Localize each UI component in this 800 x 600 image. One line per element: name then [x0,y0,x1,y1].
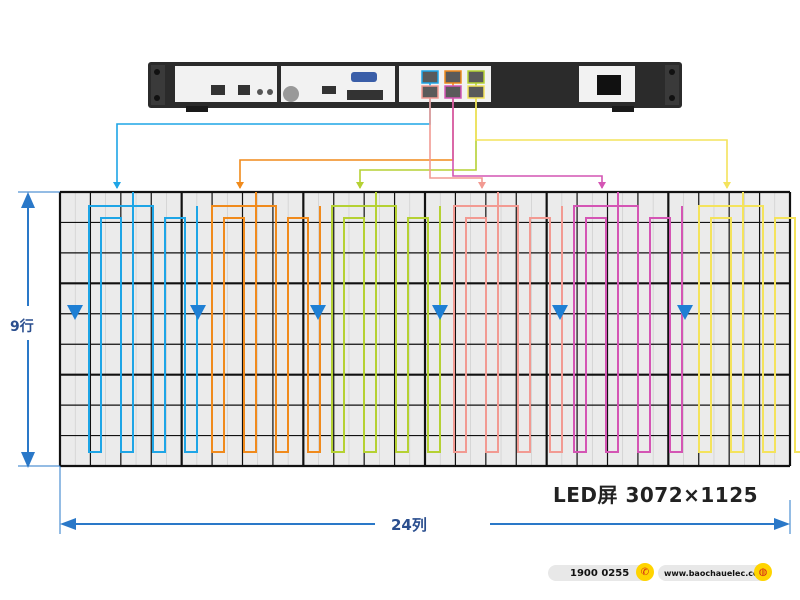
flow-direction-marker [67,305,83,320]
ethernet-port [467,85,485,99]
cable-arrow [236,182,244,189]
cols-arrow-left [60,518,76,530]
ethernet-port [467,70,485,84]
cable-arrow [723,182,731,189]
serpentine-route [453,192,563,453]
screen-resolution-label: LED屏 3072×1125 [553,483,759,507]
flow-direction-marker [677,305,693,320]
phone-contact[interactable]: 1900 0255 ✆ [548,563,654,581]
phone-number: 1900 0255 [570,567,630,579]
globe-icon: ◍ [754,563,772,581]
cols-arrow-right [774,518,790,530]
serpentine-route [211,192,321,453]
network-cable [429,98,483,188]
cable-arrow [356,182,364,189]
website-contact[interactable]: www.baochauelec.com ◍ [658,563,772,581]
flow-direction-marker [552,305,568,320]
dimension-arrows [18,191,791,534]
flow-direction-marker [432,305,448,320]
ethernet-port [421,70,439,84]
port-layer [421,70,485,99]
led-panel-grid [58,190,792,468]
controller-device [148,62,682,112]
serpentine-route [88,192,198,453]
ethernet-port [444,85,462,99]
columns-count-label: 24列 [383,514,435,535]
network-cable [475,98,728,188]
flow-direction-marker [190,305,206,320]
serpentine-route [573,192,683,453]
ethernet-port [444,70,462,84]
website-url: www.baochauelec.com [664,568,767,578]
ethernet-port [421,85,439,99]
rows-arrow-up [21,192,35,208]
cable-arrow [598,182,606,189]
rows-arrow-down [21,452,35,468]
cable-layer [67,83,800,453]
cable-arrow [113,182,121,189]
flow-direction-marker [310,305,326,320]
serpentine-route [331,192,441,453]
serpentine-route [698,192,800,453]
phone-icon: ✆ [636,563,654,581]
rows-count-label: 9行 [10,319,34,335]
cable-arrow [478,182,486,189]
